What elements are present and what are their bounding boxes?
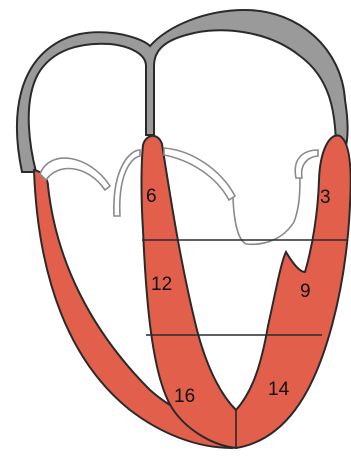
septal-and-lateral-myocardium xyxy=(142,135,351,448)
segment-label-16: 16 xyxy=(174,386,195,407)
segment-label-9: 9 xyxy=(300,281,311,302)
segment-label-6: 6 xyxy=(146,186,157,207)
segment-label-14: 14 xyxy=(268,379,290,400)
aortic-valve-leaflet xyxy=(295,150,318,178)
chordae-line xyxy=(233,176,300,244)
mitral-valve-left-leaflet xyxy=(40,158,110,190)
segment-label-3: 3 xyxy=(320,187,331,208)
segment-label-12: 12 xyxy=(151,274,172,295)
tricuspid-valve-leaflet-left xyxy=(114,150,140,216)
tricuspid-valve-leaflet-right xyxy=(164,148,235,200)
atria-roof xyxy=(17,10,348,172)
